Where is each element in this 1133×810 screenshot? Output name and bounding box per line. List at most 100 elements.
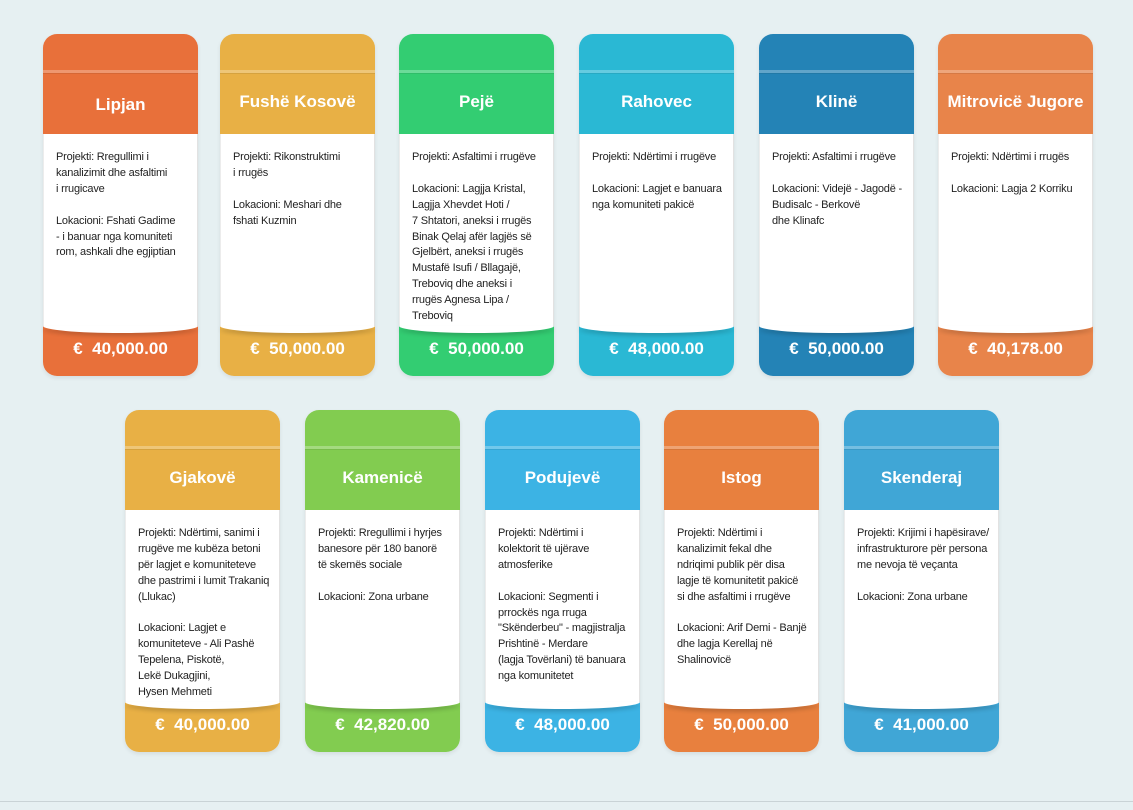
currency-symbol: € <box>250 339 260 358</box>
budget-value: 41,000.00 <box>893 715 969 734</box>
location-description: Lokacioni: Zona urbane <box>857 590 968 603</box>
card-body: Projekti: Krijimi i hapësirave/ infrastr… <box>844 510 999 702</box>
card-header: Rahovec <box>579 34 734 134</box>
budget-amount: € 48,000.00 <box>579 339 734 359</box>
project-description: Projekti: Ndërtimi i rrugëve <box>592 151 716 163</box>
budget-value: 42,820.00 <box>354 715 430 734</box>
location-description: Lokacioni: Fshati Gadime - i banuar nga … <box>56 214 176 259</box>
card-header: Kamenicë <box>305 410 460 510</box>
page-curl <box>664 702 819 709</box>
project-description: Projekti: Asfaltimi i rrugëve <box>772 151 896 163</box>
municipality-name: Istog <box>721 468 762 487</box>
card-footer: € 48,000.00 <box>485 702 640 752</box>
header-stripe <box>938 70 1093 74</box>
header-stripe <box>664 446 819 450</box>
page-curl <box>399 326 554 333</box>
card-header: Skenderaj <box>844 410 999 510</box>
card-footer: € 50,000.00 <box>759 326 914 376</box>
currency-symbol: € <box>515 715 525 734</box>
header-stripe <box>579 70 734 74</box>
currency-symbol: € <box>789 339 799 358</box>
budget-amount: € 50,000.00 <box>399 339 554 359</box>
budget-amount: € 41,000.00 <box>844 715 999 735</box>
municipality-name: Kamenicë <box>342 468 423 487</box>
page-curl <box>485 702 640 709</box>
budget-value: 50,000.00 <box>448 339 524 358</box>
header-stripe <box>125 446 280 450</box>
header-stripe <box>220 70 375 74</box>
project-description: Projekti: Rikonstruktimi i rrugës <box>233 151 341 179</box>
municipality-name: Mitrovicë Jugore <box>947 92 1084 111</box>
header-stripe <box>305 446 460 450</box>
card-body: Projekti: Rregullimi i kanalizimit dhe a… <box>43 134 198 326</box>
municipality-name: Rahovec <box>621 92 692 111</box>
location-description: Lokacioni: Arif Demi - Banjë dhe lagja K… <box>677 622 807 667</box>
currency-symbol: € <box>155 715 165 734</box>
header-stripe <box>43 70 198 74</box>
header-stripe <box>399 70 554 74</box>
card-footer: € 50,000.00 <box>664 702 819 752</box>
card-footer: € 42,820.00 <box>305 702 460 752</box>
project-description: Projekti: Ndërtimi i kanalizimit fekal d… <box>677 527 799 603</box>
header-stripe <box>485 446 640 450</box>
card-footer: € 40,000.00 <box>125 702 280 752</box>
municipality-name: Skenderaj <box>880 468 963 487</box>
location-description: Lokacioni: Zona urbane <box>318 590 429 603</box>
municipality-name: Fushë Kosovë <box>239 92 356 111</box>
page-curl <box>579 326 734 333</box>
budget-value: 50,000.00 <box>808 339 884 358</box>
municipality-name: Lipjan <box>95 95 146 114</box>
municipality-name: Klinë <box>815 92 858 111</box>
page-curl <box>938 326 1093 333</box>
card-header: Gjakovë <box>125 410 280 510</box>
page-curl <box>125 702 280 709</box>
card-header: Pejë <box>399 34 554 134</box>
location-description: Lokacioni: Meshari dhe fshati Kuzmin <box>233 198 342 227</box>
currency-symbol: € <box>874 715 884 734</box>
project-description: Projekti: Rregullimi i kanalizimit dhe a… <box>56 151 168 195</box>
municipality-name: Gjakovë <box>169 468 236 487</box>
card-body: Projekti: Ndërtimi i kanalizimit fekal d… <box>664 510 819 702</box>
header-stripe <box>844 446 999 450</box>
project-description: Projekti: Ndërtimi i kolektorit të ujëra… <box>498 527 590 571</box>
card-header: Mitrovicë Jugore <box>938 34 1093 134</box>
page-curl <box>759 326 914 333</box>
page-curl <box>220 326 375 333</box>
currency-symbol: € <box>609 339 619 358</box>
card-footer: € 41,000.00 <box>844 702 999 752</box>
location-description: Lokacioni: Lagja 2 Korriku <box>951 182 1073 195</box>
budget-value: 40,000.00 <box>92 339 168 358</box>
project-description: Projekti: Rregullimi i hyrjes banesore p… <box>318 527 442 571</box>
currency-symbol: € <box>335 715 345 734</box>
card-header: Lipjan <box>43 34 198 134</box>
currency-symbol: € <box>429 339 439 358</box>
card-header: Klinë <box>759 34 914 134</box>
card-header: Podujevë <box>485 410 640 510</box>
page-curl <box>305 702 460 709</box>
project-description: Projekti: Ndërtimi, sanimi i rrugëve me … <box>138 527 270 603</box>
budget-value: 40,000.00 <box>174 715 250 734</box>
project-description: Projekti: Krijimi i hapësirave/ infrastr… <box>857 527 989 571</box>
card-footer: € 48,000.00 <box>579 326 734 376</box>
location-description: Lokacioni: Videjë - Jagodë - Budisalc - … <box>772 182 902 227</box>
budget-amount: € 42,820.00 <box>305 715 460 735</box>
card-footer: € 40,178.00 <box>938 326 1093 376</box>
budget-amount: € 40,178.00 <box>938 339 1093 359</box>
card-footer: € 50,000.00 <box>399 326 554 376</box>
card-body: Projekti: Rregullimi i hyrjes banesore p… <box>305 510 460 702</box>
card-header: Fushë Kosovë <box>220 34 375 134</box>
